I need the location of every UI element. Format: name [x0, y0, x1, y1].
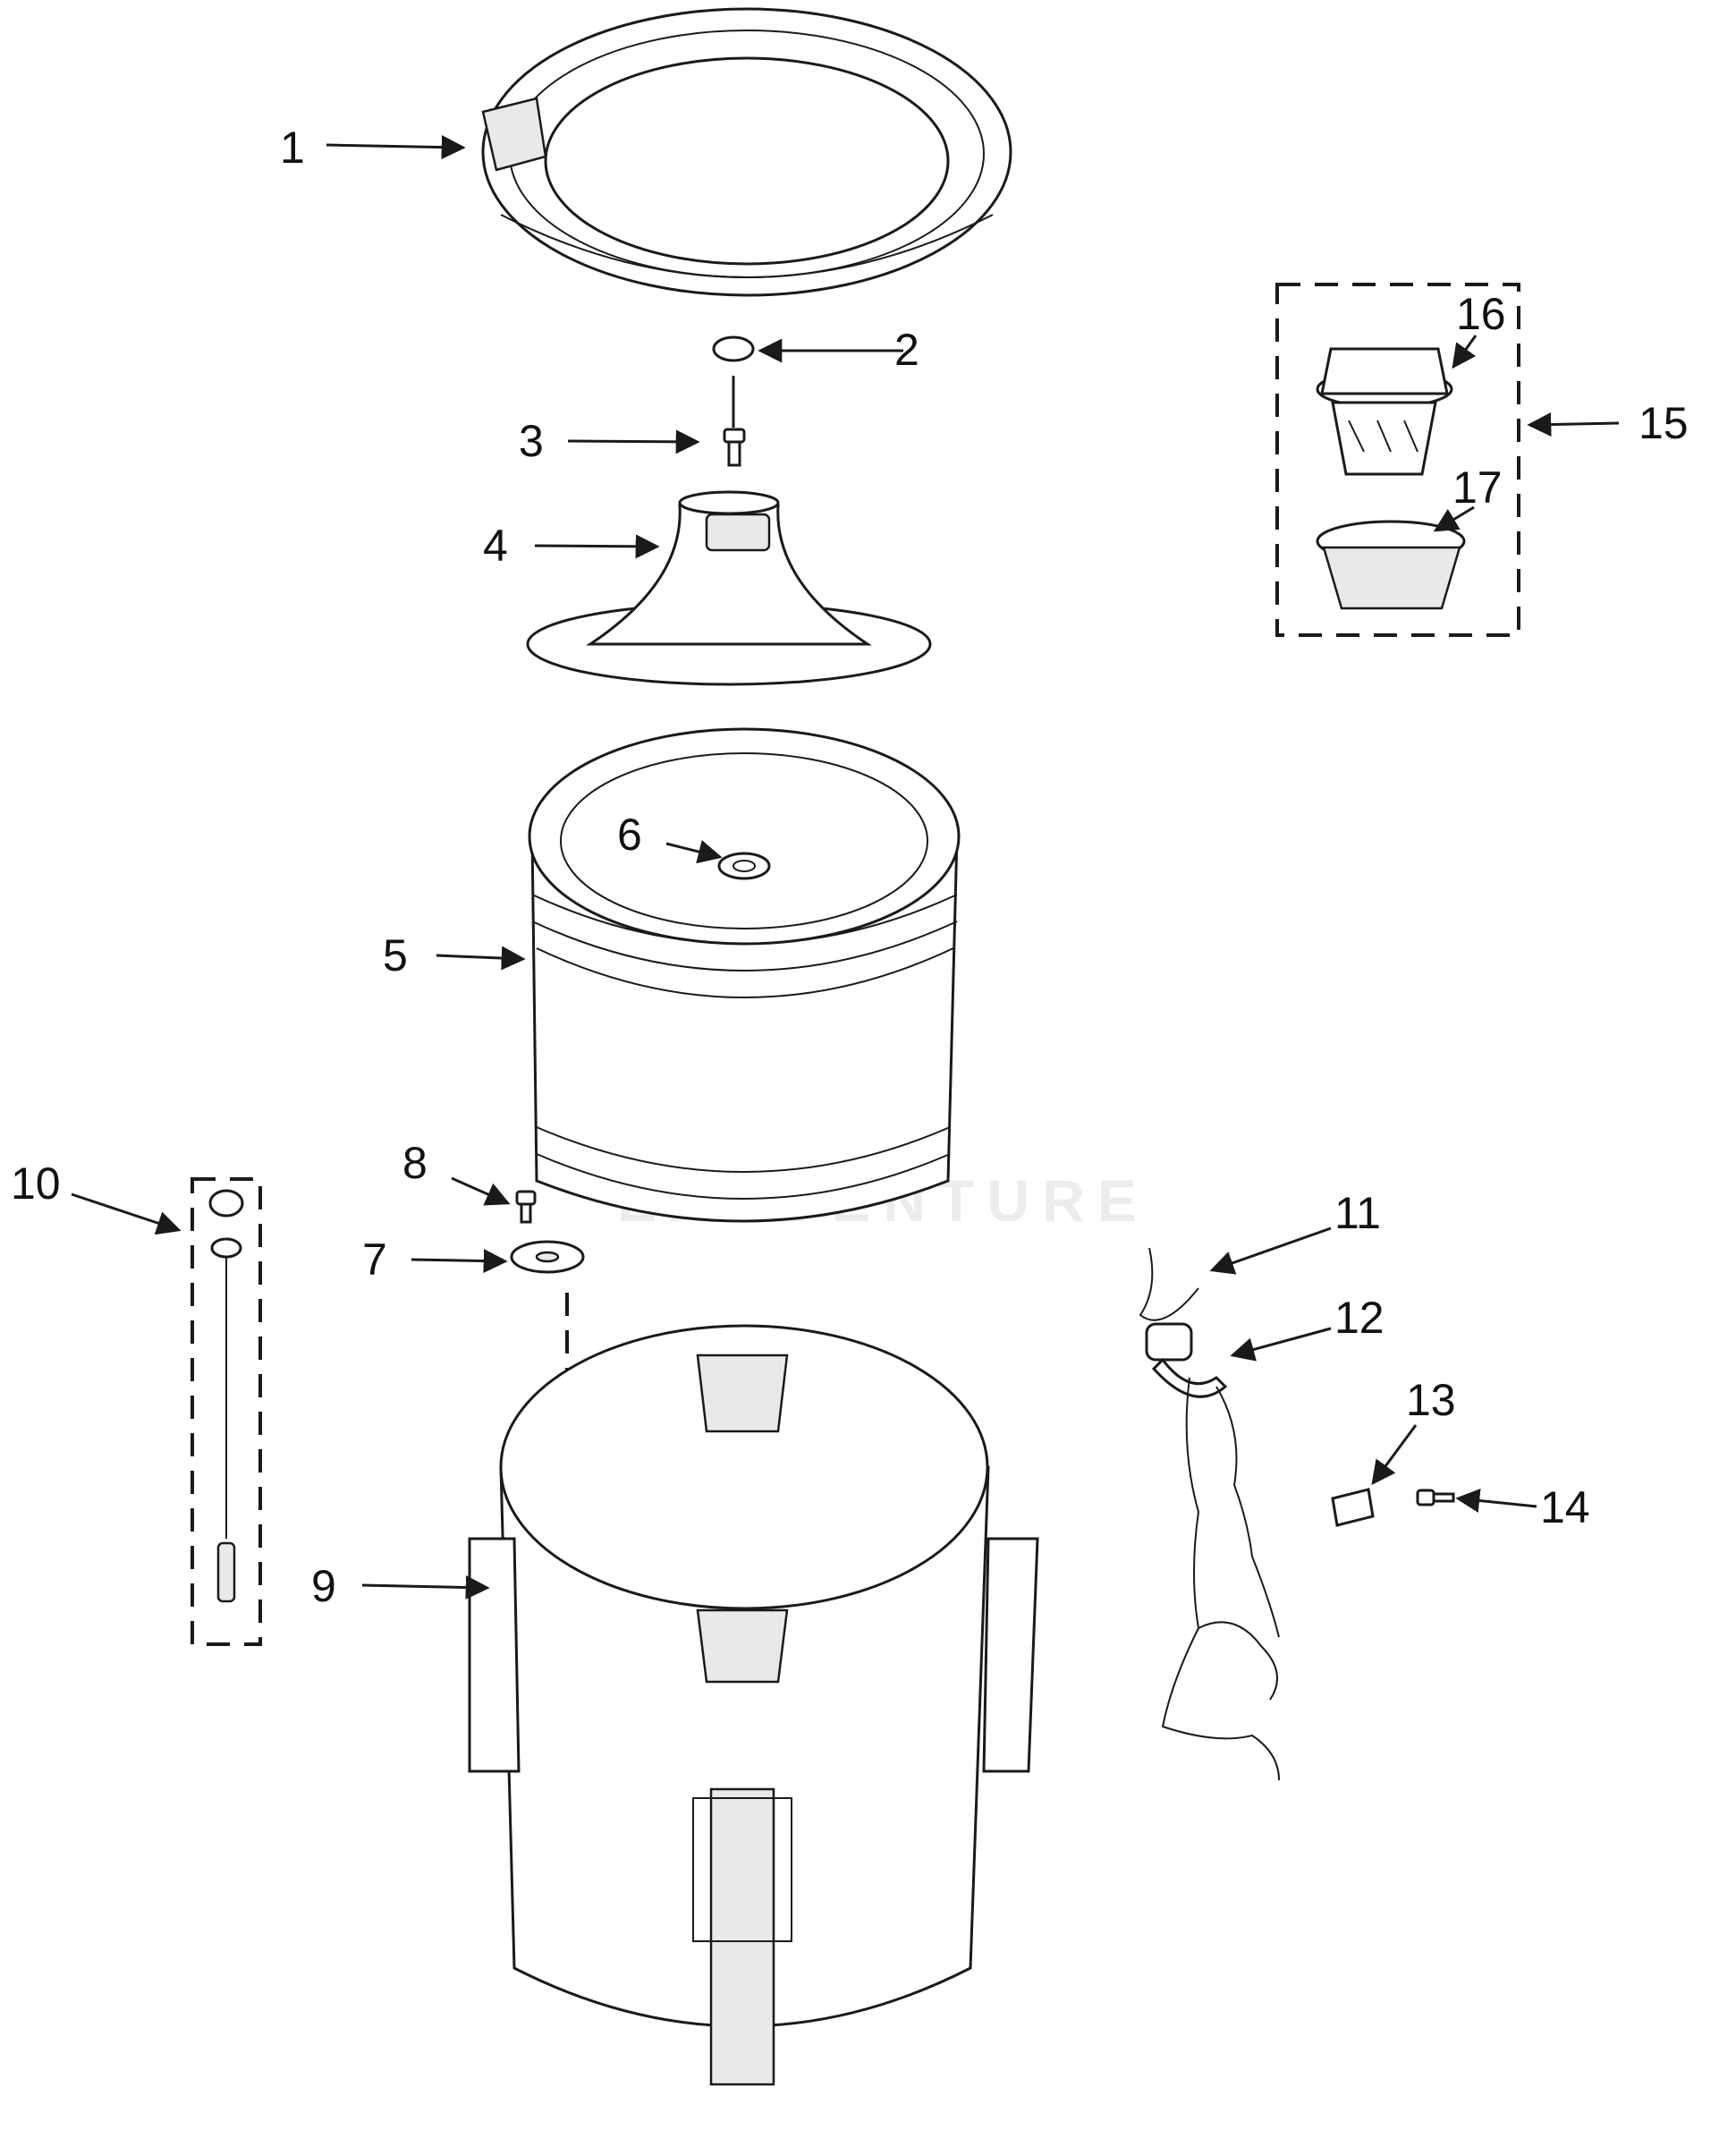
part-6-hub: [717, 852, 771, 880]
callout-13: 13: [1406, 1375, 1456, 1425]
callout-1: 1: [280, 123, 305, 173]
callout-labels: 1 2 3 4 5 6 7 8 9 10 11 12 13 14 15 16 1…: [11, 123, 1689, 1611]
part-15-filter-assembly: [1275, 283, 1520, 637]
callout-6: 6: [617, 810, 642, 860]
part-4-impeller: [526, 490, 932, 686]
leader-arrows: [71, 135, 1620, 1600]
callout-11: 11: [1334, 1188, 1381, 1238]
callout-12: 12: [1334, 1293, 1385, 1343]
callout-5: 5: [383, 930, 408, 980]
callout-15: 15: [1639, 398, 1689, 448]
part-5-basket: [528, 727, 961, 1223]
part-10-suspension-rod: [191, 1177, 262, 1646]
part-7-plate: [510, 1240, 585, 1274]
callout-16: 16: [1456, 289, 1506, 339]
part-2-cap: [712, 335, 755, 362]
part-8-screw: [515, 1190, 537, 1224]
callout-7: 7: [362, 1235, 387, 1285]
part-11-12-wire-harness: [1139, 1247, 1280, 1781]
part-1-tub-ring: [481, 7, 1012, 297]
part-9-outer-tub: [468, 1324, 1039, 2086]
part-3-bolt: [723, 428, 746, 467]
callout-9: 9: [311, 1561, 336, 1611]
callout-8: 8: [402, 1138, 428, 1188]
callout-17: 17: [1452, 462, 1503, 513]
callout-14: 14: [1540, 1482, 1590, 1532]
callout-2: 2: [894, 325, 919, 375]
part-14-screw: [1416, 1489, 1455, 1506]
callout-4: 4: [483, 521, 508, 571]
callout-3: 3: [519, 416, 544, 466]
callout-10: 10: [11, 1158, 61, 1209]
part-13-clip: [1331, 1488, 1375, 1527]
